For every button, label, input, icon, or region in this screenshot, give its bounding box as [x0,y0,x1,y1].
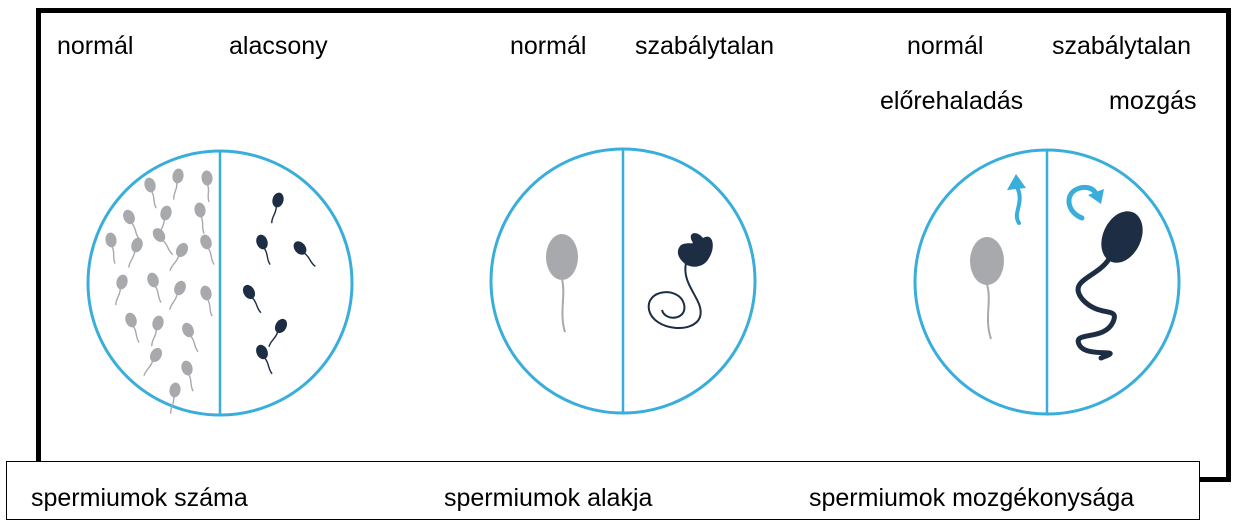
irregular-shape-sperm [649,233,713,328]
irregular-motility-sperm [1078,204,1151,358]
caption-box: spermiumok száma spermiumok alakja sperm… [6,461,1200,520]
curved-arrow-icon [1069,187,1104,218]
normal-motility-sperm [970,237,1004,339]
progressive-arrow-icon [1007,174,1026,223]
caption-shape: spermiumok alakja [444,483,652,513]
shape-panel [491,149,755,413]
caption-count: spermiumok száma [31,483,248,513]
caption-motility: spermiumok mozgékonysága [809,483,1134,513]
motility-panel [915,150,1179,414]
count-panel [88,151,352,415]
normal-sperm-group [104,168,219,415]
normal-shape-sperm [546,234,578,332]
low-count-sperm-group [240,191,319,376]
